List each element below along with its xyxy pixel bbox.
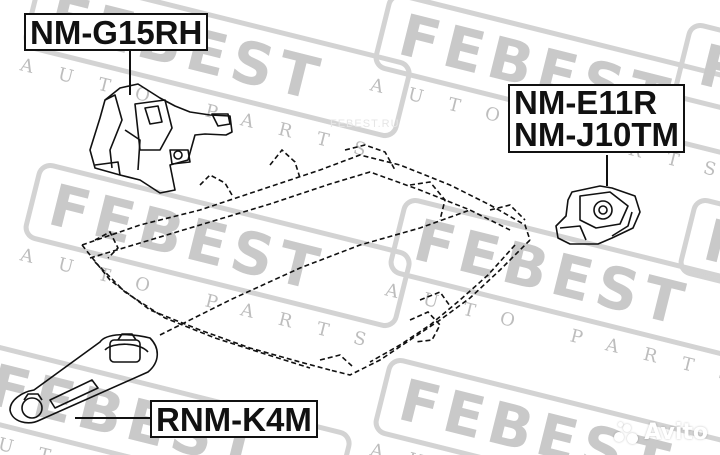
subframe-drawing <box>81 144 531 376</box>
avito-logo: Avito <box>614 420 708 445</box>
torque-rod-drawing <box>9 333 159 424</box>
part-number: NM-E11R <box>514 84 658 121</box>
engine-mount-right-drawing <box>89 83 233 194</box>
avito-dots-icon <box>614 421 640 444</box>
avito-wordmark: Avito <box>644 420 708 445</box>
part-number: NM-G15RH <box>30 14 203 51</box>
transmission-mount-left-drawing <box>555 185 641 245</box>
part-label-nm-e11r-nm-j10tm: NM-E11R NM-J10TM <box>508 84 686 153</box>
part-number: RNM-K4M <box>156 401 312 438</box>
part-label-nm-g15rh: NM-G15RH <box>24 13 209 51</box>
part-label-rnm-k4m: RNM-K4M <box>150 400 318 438</box>
part-number: NM-J10TM <box>514 116 680 153</box>
faint-url-watermark: FEBEST.RU <box>330 118 400 130</box>
